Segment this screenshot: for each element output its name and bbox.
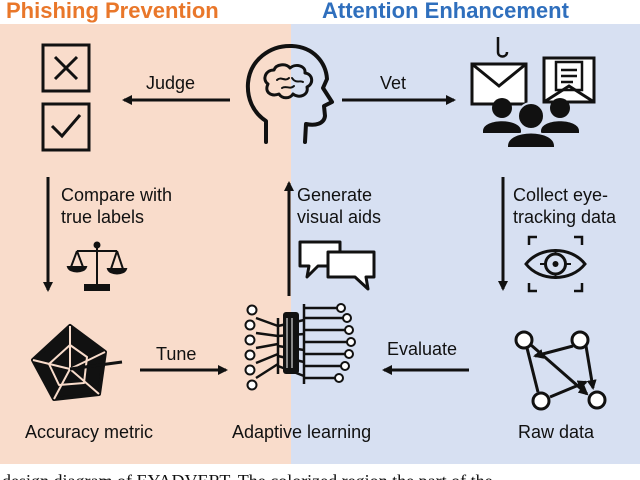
collect-label-line1: Collect eye- xyxy=(513,185,609,205)
graph-nodes-icon xyxy=(514,330,607,411)
eye-target-icon xyxy=(524,235,587,293)
judge-label: Judge xyxy=(146,73,196,93)
flow-arrows xyxy=(43,95,508,375)
checkbox-cross-icon xyxy=(41,43,91,93)
generate-label-line2: visual aids xyxy=(297,207,382,227)
neural-network-core xyxy=(283,312,299,374)
people-icon xyxy=(483,98,579,149)
speech-bubbles-icon xyxy=(298,240,376,291)
collect-label-line2: tracking data xyxy=(513,207,617,227)
attention-enhancement-title: Attention Enhancement xyxy=(322,0,569,23)
brain-head-icon xyxy=(245,43,334,144)
phishing-prevention-title: Phishing Prevention xyxy=(6,0,219,23)
neural-network-icon xyxy=(255,304,348,384)
adaptive-learning-label: Adaptive learning xyxy=(232,422,372,442)
compare-label-line1: Compare with xyxy=(61,185,173,205)
evaluate-label: Evaluate xyxy=(387,339,458,359)
generate-label-line1: Generate xyxy=(297,185,373,205)
vet-label: Vet xyxy=(380,73,407,93)
figure-caption: design diagram of EYADVERT. The colorize… xyxy=(0,466,640,480)
compare-label-line2: true labels xyxy=(61,207,145,227)
raw-data-label: Raw data xyxy=(518,422,595,442)
tune-label: Tune xyxy=(156,344,197,364)
neural-network-nodes xyxy=(244,303,356,391)
radar-chart-icon xyxy=(31,324,123,401)
phishing-mail-icon xyxy=(470,37,596,106)
checkbox-check-icon xyxy=(41,102,91,152)
accuracy-metric-label: Accuracy metric xyxy=(25,422,154,442)
scales-icon xyxy=(66,241,128,291)
